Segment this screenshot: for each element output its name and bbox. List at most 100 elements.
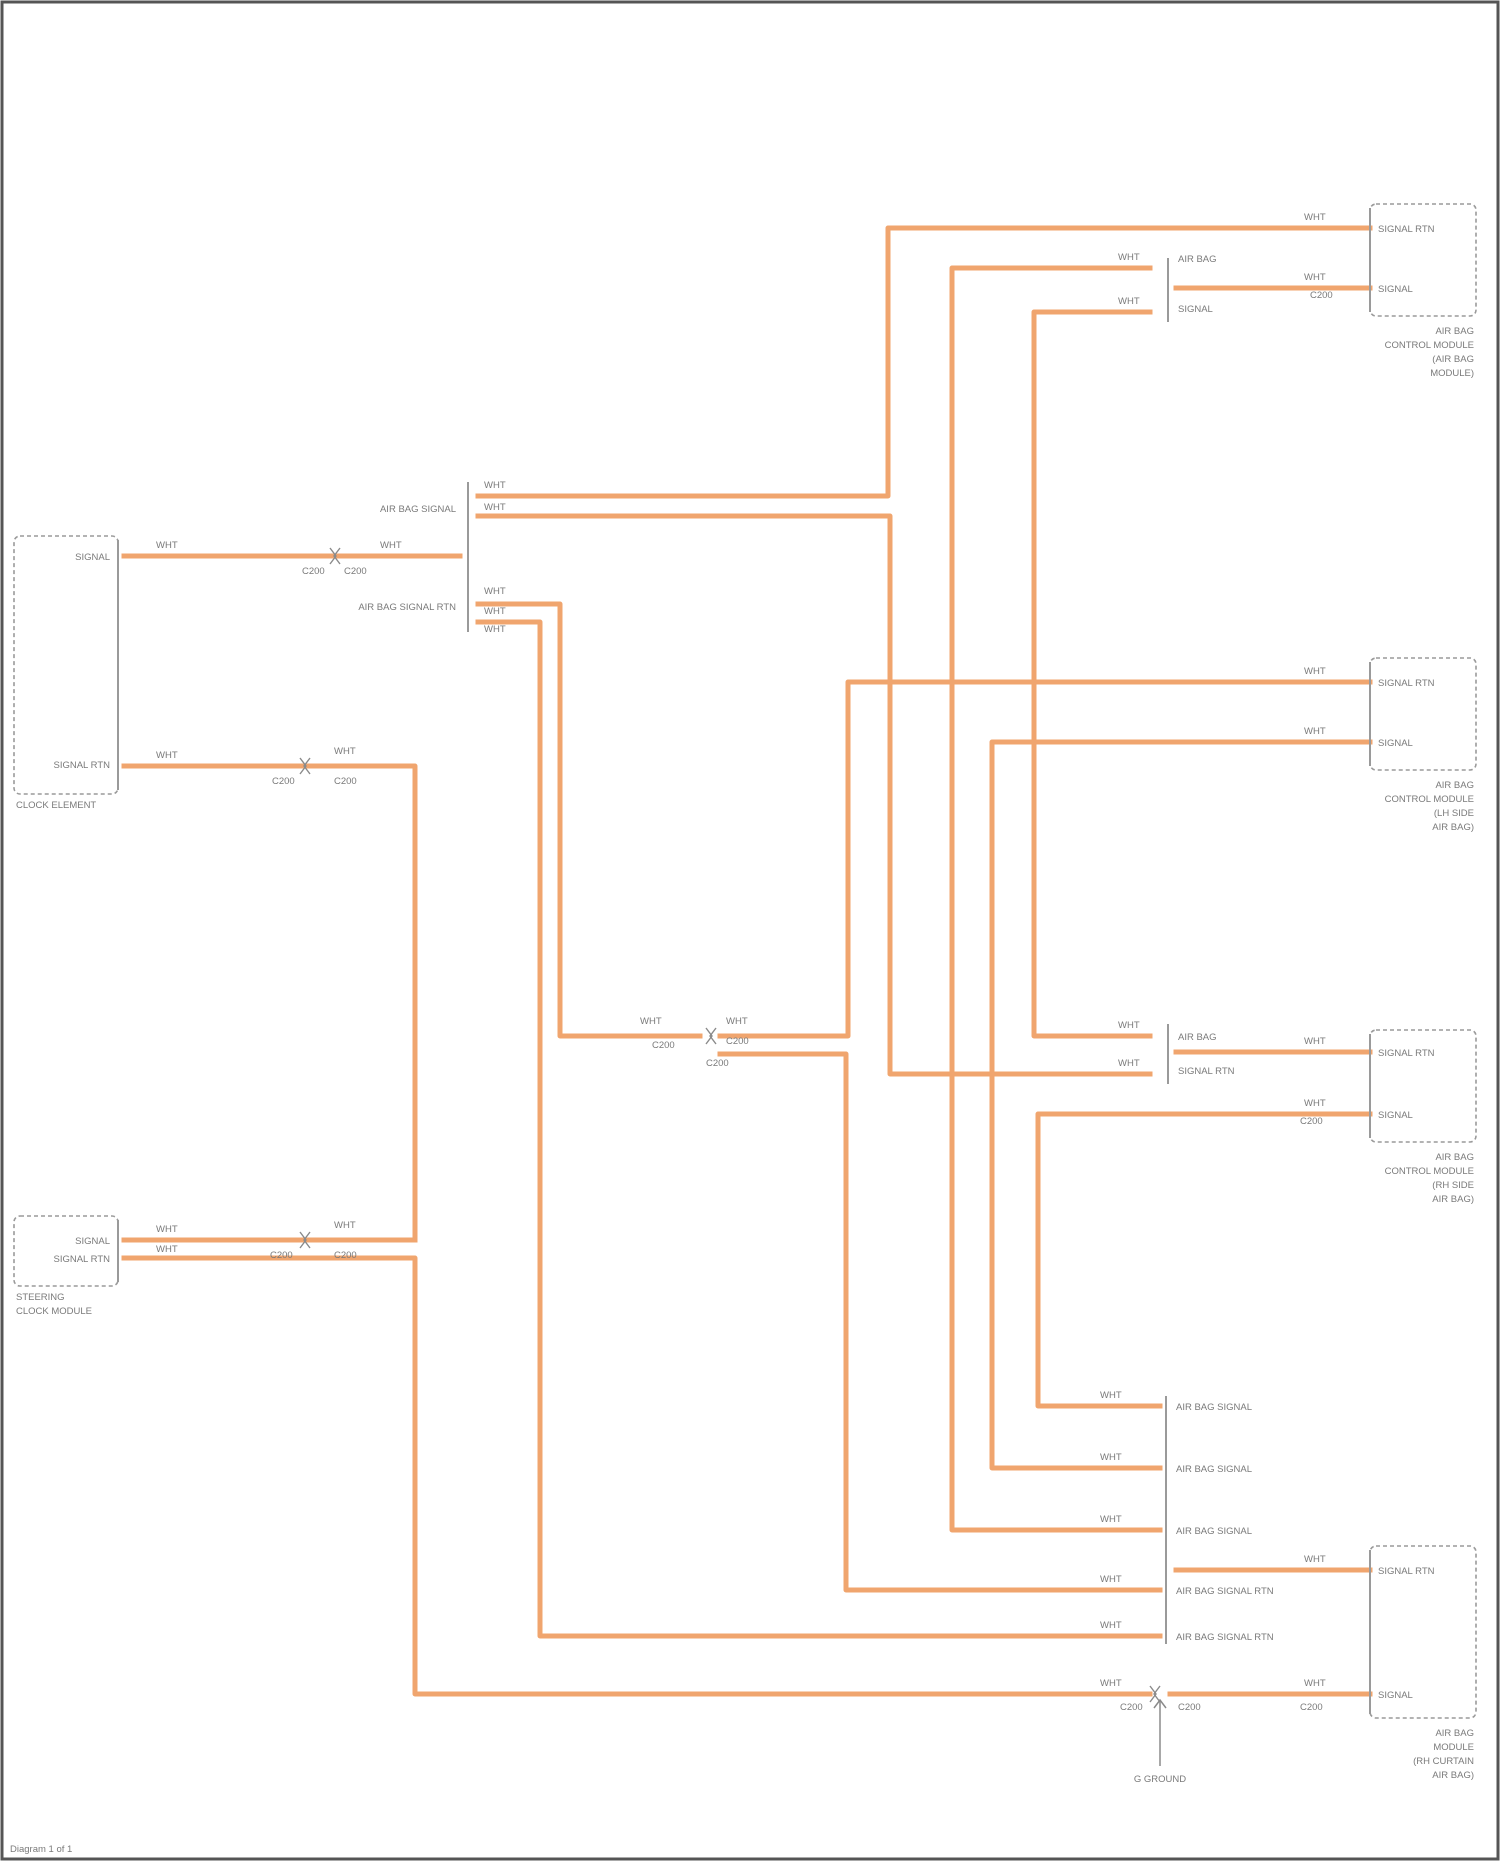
ground-label: G GROUND bbox=[1134, 1774, 1186, 1785]
splice-label: SIGNAL bbox=[1178, 304, 1213, 315]
wire-label: WHT bbox=[380, 540, 402, 551]
wire-label: WHT bbox=[484, 586, 506, 597]
splice-label: AIR BAG SIGNAL bbox=[1176, 1464, 1252, 1475]
wire bbox=[952, 268, 1160, 1530]
airbag-control-module-3: SIGNAL RTN SIGNAL AIR BAG CONTROL MODULE… bbox=[1370, 1030, 1476, 1205]
airbag-control-module-2: SIGNAL RTN SIGNAL AIR BAG CONTROL MODULE… bbox=[1370, 658, 1476, 833]
wire-label: WHT bbox=[156, 750, 178, 761]
splice-label: AIR BAG SIGNAL bbox=[1176, 1402, 1252, 1413]
component-title: AIR BAG bbox=[1435, 326, 1474, 337]
inline-connector: C200 C200 bbox=[272, 758, 357, 787]
splice-label: AIR BAG bbox=[1178, 1032, 1217, 1043]
wire-label: WHT bbox=[1100, 1390, 1122, 1401]
connector-label: C200 bbox=[344, 566, 367, 577]
splice-label: AIR BAG SIGNAL RTN bbox=[1176, 1586, 1274, 1597]
wire bbox=[124, 1258, 1150, 1694]
wire bbox=[1038, 1114, 1370, 1406]
component-title: STEERING bbox=[16, 1292, 65, 1303]
wire bbox=[1034, 312, 1150, 1036]
wire-label: WHT bbox=[156, 1224, 178, 1235]
pin-label: SIGNAL RTN bbox=[1378, 1566, 1435, 1577]
pin-label: SIGNAL bbox=[1378, 738, 1413, 749]
component-title: CONTROL MODULE bbox=[1385, 1166, 1474, 1177]
pin-label: SIGNAL RTN bbox=[54, 1254, 111, 1265]
splice-label: AIR BAG bbox=[1178, 254, 1217, 265]
wire-label: WHT bbox=[726, 1016, 748, 1027]
pin-label: SIGNAL RTN bbox=[1378, 1048, 1435, 1059]
connector-label: C200 bbox=[652, 1040, 675, 1051]
component-title: AIR BAG) bbox=[1432, 822, 1474, 833]
connector-label: C200 bbox=[1300, 1116, 1323, 1127]
wire-label: WHT bbox=[1304, 1036, 1326, 1047]
wire-label: WHT bbox=[1118, 252, 1140, 263]
splice-label: AIR BAG SIGNAL bbox=[1176, 1526, 1252, 1537]
wire-label: WHT bbox=[1118, 296, 1140, 307]
pin-label: SIGNAL RTN bbox=[54, 760, 111, 771]
wire-label: WHT bbox=[484, 606, 506, 617]
component-title: MODULE) bbox=[1430, 368, 1474, 379]
connector-label: C200 bbox=[270, 1250, 293, 1261]
component-title: AIR BAG bbox=[1435, 1728, 1474, 1739]
component-title: (LH SIDE bbox=[1434, 808, 1474, 819]
pin-label: SIGNAL bbox=[1378, 1690, 1413, 1701]
connector-label: C200 bbox=[334, 1250, 357, 1261]
connector-label: C200 bbox=[1120, 1702, 1143, 1713]
pin-label: SIGNAL bbox=[75, 552, 110, 563]
wire-label: WHT bbox=[156, 1244, 178, 1255]
component-title: CONTROL MODULE bbox=[1385, 794, 1474, 805]
wire bbox=[478, 516, 1150, 1074]
wire-label: WHT bbox=[484, 502, 506, 513]
wire bbox=[478, 604, 700, 1036]
wire-label: WHT bbox=[1118, 1020, 1140, 1031]
component-title: (AIR BAG bbox=[1432, 354, 1474, 365]
connector-label: C200 bbox=[1310, 290, 1333, 301]
inline-connector: C200 C200 bbox=[302, 548, 367, 577]
component-title: CLOCK MODULE bbox=[16, 1306, 92, 1317]
wire-label: WHT bbox=[334, 1220, 356, 1231]
connector-label: C200 bbox=[1178, 1702, 1201, 1713]
airbag-control-module-1: SIGNAL RTN SIGNAL AIR BAG CONTROL MODULE… bbox=[1370, 204, 1476, 379]
steering-clock-module: SIGNAL SIGNAL RTN STEERING CLOCK MODULE bbox=[14, 1216, 118, 1317]
wire bbox=[720, 682, 1370, 1036]
footer-text: Diagram 1 of 1 bbox=[10, 1844, 72, 1855]
connector-label: C200 bbox=[334, 776, 357, 787]
wire bbox=[478, 228, 1370, 496]
wire-label: WHT bbox=[1304, 726, 1326, 737]
component-title: MODULE bbox=[1433, 1742, 1474, 1753]
wire-label: WHT bbox=[1304, 666, 1326, 677]
connector-label: C200 bbox=[272, 776, 295, 787]
wire-label: WHT bbox=[1118, 1058, 1140, 1069]
pin-label: SIGNAL RTN bbox=[1378, 224, 1435, 235]
wire-label: WHT bbox=[334, 746, 356, 757]
component-title: (RH CURTAIN bbox=[1413, 1756, 1474, 1767]
wire-label: WHT bbox=[1100, 1678, 1122, 1689]
wire-label: WHT bbox=[1100, 1514, 1122, 1525]
splice-label: AIR BAG SIGNAL RTN bbox=[1176, 1632, 1274, 1643]
wire-label: WHT bbox=[1304, 1554, 1326, 1565]
component-title: AIR BAG) bbox=[1432, 1194, 1474, 1205]
wire-label: WHT bbox=[1304, 272, 1326, 283]
component-title: (RH SIDE bbox=[1432, 1180, 1474, 1191]
component-title: AIR BAG bbox=[1435, 1152, 1474, 1163]
wire-label: WHT bbox=[1304, 212, 1326, 223]
pin-label: SIGNAL bbox=[1378, 1110, 1413, 1121]
clock-element: SIGNAL SIGNAL RTN CLOCK ELEMENT bbox=[14, 536, 118, 811]
pin-label: SIGNAL bbox=[75, 1236, 110, 1247]
connector-label: C200 bbox=[706, 1058, 729, 1069]
wire-label: WHT bbox=[1304, 1678, 1326, 1689]
connector-label: C200 bbox=[302, 566, 325, 577]
component-title: CLOCK ELEMENT bbox=[16, 800, 96, 811]
wire bbox=[720, 1054, 1160, 1590]
wire bbox=[478, 622, 1160, 1636]
wire-label: WHT bbox=[484, 480, 506, 491]
wire-label: WHT bbox=[1100, 1574, 1122, 1585]
splice-lower: AIR BAG SIGNAL AIR BAG SIGNAL AIR BAG SI… bbox=[1166, 1396, 1274, 1644]
splice-label: AIR BAG SIGNAL RTN bbox=[358, 602, 456, 613]
component-title: AIR BAG bbox=[1435, 780, 1474, 791]
connector-label: C200 bbox=[1300, 1702, 1323, 1713]
wire-label: WHT bbox=[1100, 1620, 1122, 1631]
pin-label: SIGNAL bbox=[1378, 284, 1413, 295]
